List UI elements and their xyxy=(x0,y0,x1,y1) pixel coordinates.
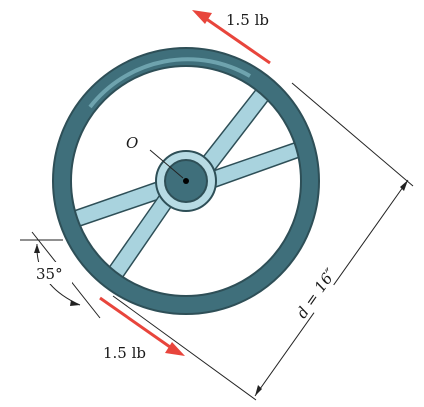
force-top-label: 1.5 lb xyxy=(226,11,269,29)
rim-body xyxy=(54,49,318,313)
rim-highlight xyxy=(88,57,252,109)
force-bottom-arrow-shaft xyxy=(99,296,171,349)
force-bottom-label: 1.5 lb xyxy=(103,344,146,362)
force-top: 1.5 lb xyxy=(192,10,271,65)
center-label-group: O xyxy=(126,134,184,179)
force-bottom: 1.5 lb xyxy=(99,296,185,362)
diameter-extension-top xyxy=(291,82,414,187)
wheel-hub xyxy=(155,150,217,212)
center-label: O xyxy=(126,134,138,152)
angle-label: 35° xyxy=(36,265,63,283)
diameter-arrow-top xyxy=(400,180,408,191)
angle-arc-arrow-bottom xyxy=(70,300,80,306)
diameter-label-mask xyxy=(277,259,357,329)
force-top-arrowhead xyxy=(192,10,212,24)
center-leader-line xyxy=(149,149,184,179)
wheel-rim xyxy=(52,47,320,315)
center-point xyxy=(183,178,189,184)
angle-arc-arrow-top xyxy=(34,244,40,253)
diameter-extension-bottom xyxy=(112,295,257,401)
diameter-dimension: d = 16″ xyxy=(112,82,414,401)
force-bottom-arrowhead xyxy=(165,342,185,356)
force-top-arrow-shaft xyxy=(204,16,271,65)
diameter-arrow-bottom xyxy=(255,385,262,396)
angle-label-mask xyxy=(34,262,72,284)
angle-dimension: 35° xyxy=(20,231,101,319)
